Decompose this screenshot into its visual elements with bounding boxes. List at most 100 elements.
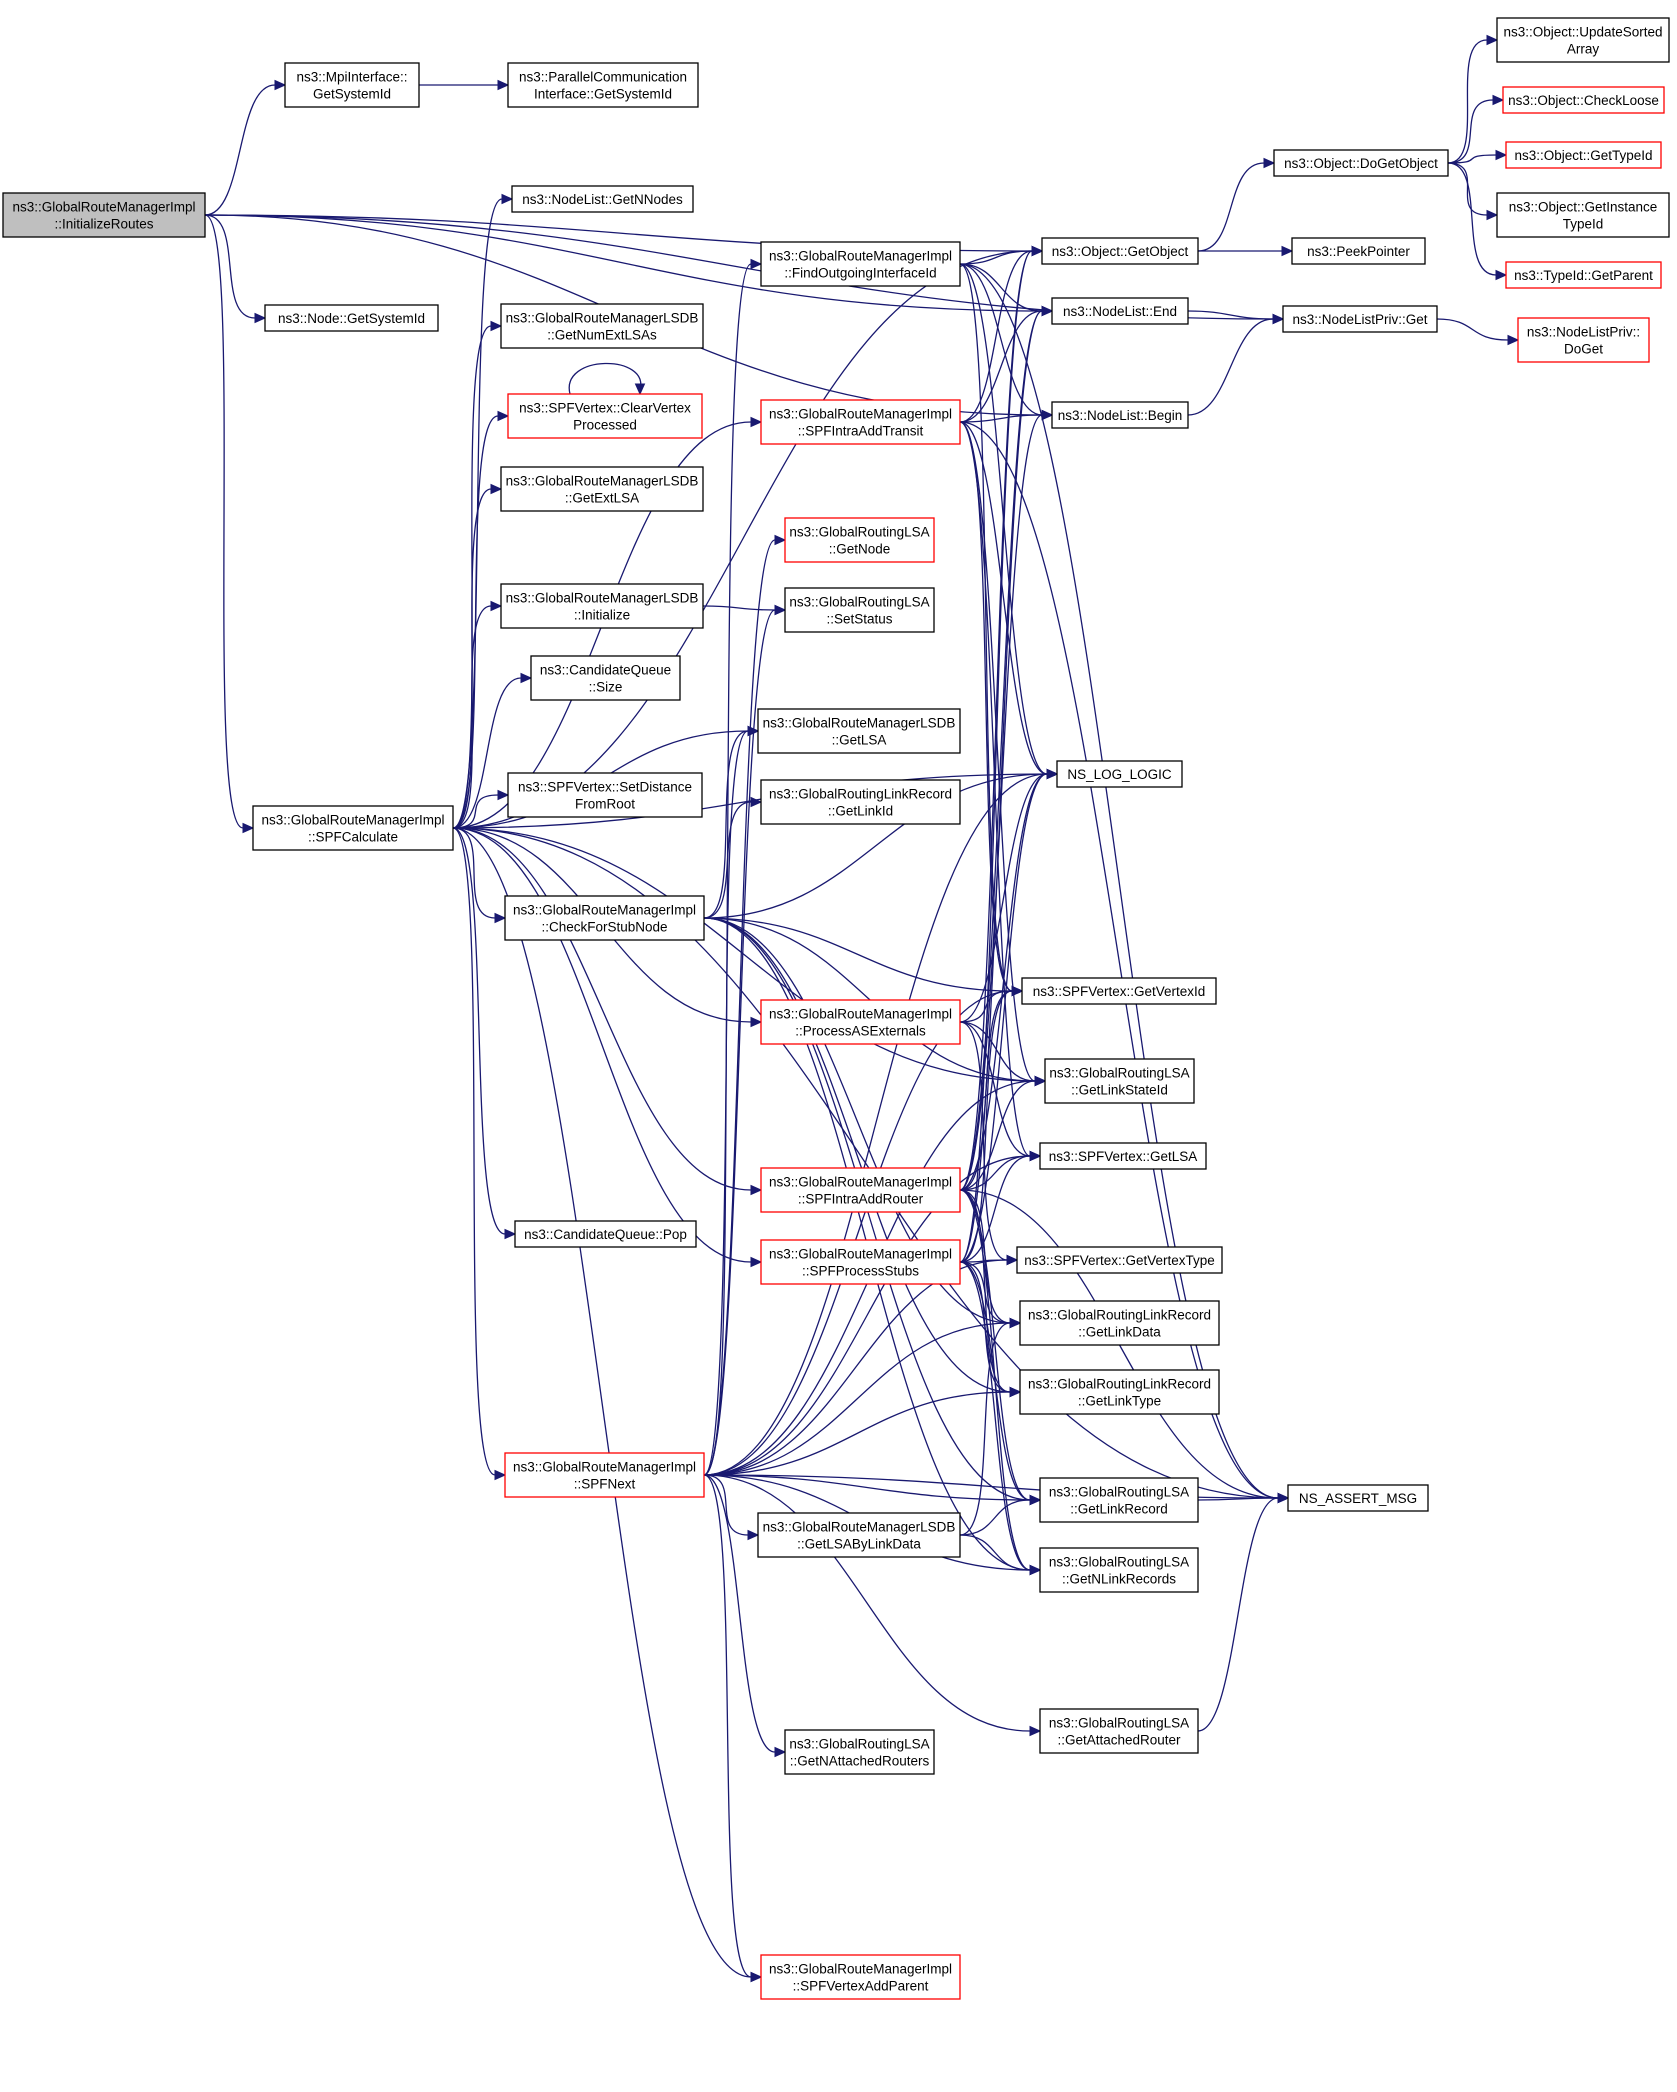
node-label: ns3::Object::DoGetObject: [1284, 156, 1438, 171]
node-label: ns3::Object::GetInstance: [1509, 200, 1658, 215]
node-peekpointer[interactable]: ns3::PeekPointer: [1291, 237, 1426, 265]
node-lsdbinitialize[interactable]: ns3::GlobalRouteManagerLSDB::Initialize: [500, 583, 704, 629]
node-mpigetsystemid[interactable]: ns3::MpiInterface::GetSystemId: [284, 62, 420, 108]
node-spfvertexaddparent[interactable]: ns3::GlobalRouteManagerImpl::SPFVertexAd…: [760, 1954, 961, 2000]
node-spfcalculate[interactable]: ns3::GlobalRouteManagerImpl::SPFCalculat…: [252, 805, 454, 851]
edge: [1447, 94, 1505, 164]
node-typeidgetparent[interactable]: ns3::TypeId::GetParent: [1505, 261, 1662, 289]
node-label: ::InitializeRoutes: [54, 217, 153, 232]
node-processasexternals[interactable]: ns3::GlobalRouteManagerImpl::ProcessASEx…: [760, 999, 961, 1045]
node-spfprocessstubs[interactable]: ns3::GlobalRouteManagerImpl::SPFProcessS…: [760, 1239, 961, 1285]
node-findoutgoinginterfaceid[interactable]: ns3::GlobalRouteManagerImpl::FindOutgoin…: [760, 241, 961, 287]
node-nodelistprivget[interactable]: ns3::NodeListPriv::Get: [1282, 305, 1438, 333]
edge: [204, 214, 267, 324]
edge: [959, 1261, 1022, 1398]
edge: [959, 263, 1059, 780]
edge: [959, 409, 1054, 1191]
node-getnumextlsas[interactable]: ns3::GlobalRouteManagerLSDB::GetNumExtLS…: [500, 303, 704, 349]
edge: [452, 600, 503, 829]
node-label: ns3::SPFVertex::GetVertexId: [1033, 984, 1206, 999]
node-label: ns3::GlobalRouteManagerImpl: [769, 1175, 952, 1190]
node-getvertexid[interactable]: ns3::SPFVertex::GetVertexId: [1021, 977, 1217, 1005]
node-nodelistprivdoget[interactable]: ns3::NodeListPriv::DoGet: [1517, 317, 1650, 363]
edge: [452, 827, 763, 1983]
node-label: ::GetNLinkRecords: [1062, 1572, 1176, 1587]
node-label: ns3::MpiInterface::: [296, 70, 407, 85]
node-checkloose[interactable]: ns3::Object::CheckLoose: [1502, 86, 1665, 114]
node-lsagetnode[interactable]: ns3::GlobalRoutingLSA::GetNode: [784, 517, 935, 563]
node-parallelgetsystemid[interactable]: ns3::ParallelCommunicationInterface::Get…: [507, 62, 699, 108]
edge: [452, 827, 517, 1240]
edge: [959, 1534, 1042, 1576]
node-getattachedrouter[interactable]: ns3::GlobalRoutingLSA::GetAttachedRouter: [1039, 1708, 1199, 1754]
node-linkrecordgetlinktype[interactable]: ns3::GlobalRoutingLinkRecord::GetLinkTyp…: [1019, 1369, 1220, 1415]
node-spfnext[interactable]: ns3::GlobalRouteManagerImpl::SPFNext: [504, 1452, 705, 1498]
node-label: ::SPFIntraAddTransit: [798, 424, 924, 439]
node-label: ns3::SPFVertex::GetLSA: [1049, 1149, 1198, 1164]
node-linkrecordgetlinkid[interactable]: ns3::GlobalRoutingLinkRecord::GetLinkId: [760, 779, 961, 825]
node-lsdbgetlsa[interactable]: ns3::GlobalRouteManagerLSDB::GetLSA: [757, 708, 961, 754]
edge: [703, 1474, 763, 1983]
node-label: NS_LOG_LOGIC: [1067, 767, 1172, 782]
node-layer: ns3::GlobalRouteManagerImpl::InitializeR…: [2, 17, 1670, 2000]
node-label: ::GetLinkRecord: [1070, 1502, 1168, 1517]
edge: [1197, 157, 1276, 252]
edge: [204, 79, 287, 216]
node-label: TypeId: [1563, 217, 1604, 232]
node-lsagetnlinkrecords[interactable]: ns3::GlobalRoutingLSA::GetNLinkRecords: [1039, 1547, 1199, 1593]
node-getlinkstateid[interactable]: ns3::GlobalRoutingLSA::GetLinkStateId: [1044, 1058, 1195, 1104]
edge: [452, 827, 763, 1268]
edge: [703, 768, 1059, 1476]
node-label: ns3::GlobalRouteManagerImpl: [12, 200, 195, 215]
node-label: ns3::NodeList::GetNNodes: [522, 192, 683, 207]
node-label: ns3::GlobalRouteManagerImpl: [769, 1007, 952, 1022]
node-getvertextype[interactable]: ns3::SPFVertex::GetVertexType: [1016, 1246, 1223, 1274]
edge: [959, 245, 1044, 423]
node-nodelistbegin[interactable]: ns3::NodeList::Begin: [1051, 401, 1189, 429]
node-label: ::SPFNext: [574, 1477, 636, 1492]
node-label: ns3::PeekPointer: [1307, 244, 1410, 259]
edge: [1447, 162, 1499, 221]
node-getextlsa[interactable]: ns3::GlobalRouteManagerLSDB::GetExtLSA: [500, 466, 704, 512]
node-getnnodes[interactable]: ns3::NodeList::GetNNodes: [511, 185, 694, 213]
edge: [1197, 1492, 1290, 1732]
node-lsagetlinkrecord[interactable]: ns3::GlobalRoutingLSA::GetLinkRecord: [1039, 1477, 1199, 1523]
node-cqpop[interactable]: ns3::CandidateQueue::Pop: [514, 1220, 697, 1248]
node-label: ns3::Object::CheckLoose: [1508, 93, 1659, 108]
edge: [959, 305, 1054, 1191]
edge: [703, 1254, 1019, 1476]
node-ns-assert-msg[interactable]: NS_ASSERT_MSG: [1287, 1484, 1429, 1512]
node-linkrecordgetlinkdata[interactable]: ns3::GlobalRoutingLinkRecord::GetLinkDat…: [1019, 1300, 1220, 1346]
edge: [204, 214, 255, 834]
node-label: ns3::Object::UpdateSorted: [1503, 25, 1662, 40]
node-cqsize[interactable]: ns3::CandidateQueue::Size: [530, 655, 681, 701]
edge: [1447, 162, 1508, 281]
node-label: ns3::GlobalRoutingLSA: [789, 1737, 929, 1752]
node-vertexgetlsa[interactable]: ns3::SPFVertex::GetLSA: [1039, 1142, 1207, 1170]
node-getobject[interactable]: ns3::Object::GetObject: [1041, 237, 1199, 265]
node-label: ns3::ParallelCommunication: [519, 70, 687, 85]
edge: [702, 604, 787, 616]
node-spfintraaddrouter[interactable]: ns3::GlobalRouteManagerImpl::SPFIntraAdd…: [760, 1167, 961, 1213]
edge: [1197, 1492, 1290, 1504]
node-nodelistend[interactable]: ns3::NodeList::End: [1051, 297, 1189, 325]
node-getnattachedrouters[interactable]: ns3::GlobalRoutingLSA::GetNAttachedRoute…: [784, 1729, 935, 1775]
node-nodegetsystemid[interactable]: ns3::Node::GetSystemId: [264, 304, 439, 332]
edge: [703, 1150, 1042, 1476]
node-checkforstubnode[interactable]: ns3::GlobalRouteManagerImpl::CheckForStu…: [504, 895, 705, 941]
node-getlsabylinkdata[interactable]: ns3::GlobalRouteManagerLSDB::GetLSAByLin…: [757, 1512, 961, 1558]
node-ns-log-logic[interactable]: NS_LOG_LOGIC: [1056, 760, 1183, 788]
node-dogetobject[interactable]: ns3::Object::DoGetObject: [1273, 149, 1449, 177]
node-label: ns3::Object::GetTypeId: [1514, 148, 1652, 163]
node-gettypeid[interactable]: ns3::Object::GetTypeId: [1505, 141, 1662, 169]
node-label: ns3::GlobalRouteManagerImpl: [769, 1962, 952, 1977]
node-initializeroutes[interactable]: ns3::GlobalRouteManagerImpl::InitializeR…: [2, 192, 206, 238]
node-label: ns3::GlobalRoutingLinkRecord: [769, 787, 952, 802]
node-spfintraaddtransit[interactable]: ns3::GlobalRouteManagerImpl::SPFIntraAdd…: [760, 399, 961, 445]
node-lsasetstatus[interactable]: ns3::GlobalRoutingLSA::SetStatus: [784, 587, 935, 633]
node-label: ns3::GlobalRoutingLinkRecord: [1028, 1377, 1211, 1392]
